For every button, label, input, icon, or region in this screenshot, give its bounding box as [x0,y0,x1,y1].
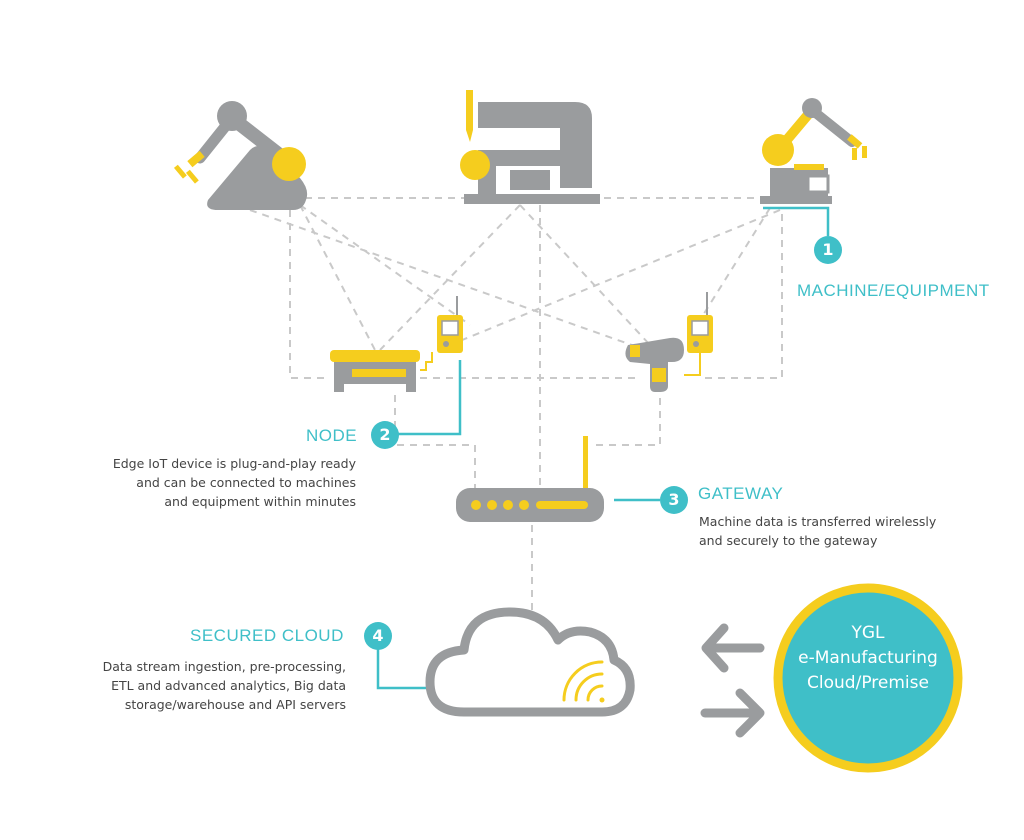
step-badge-2: 2 [371,421,399,449]
ygl-destination-text: YGL e-Manufacturing Cloud/Premise [798,623,938,693]
teal-connectors [376,206,830,690]
secured-cloud-label: SECURED CLOUD [190,626,344,645]
arrow-right-icon [700,688,765,738]
machine-equipment-label: MACHINE/EQUIPMENT [797,281,990,300]
node-label: NODE [306,426,358,445]
gateway-label: GATEWAY [698,484,784,503]
step-badge-1: 1 [814,236,842,264]
cloud-icon [425,607,635,717]
barcode-scanner-icon [625,292,713,392]
robot-arm-icon [173,101,308,210]
step-badge-4: 4 [364,622,392,650]
node-device-icon [330,296,463,392]
arrow-left-icon [701,623,765,673]
router-gateway-icon [456,436,604,522]
gateway-description: Machine data is transferred wirelessly a… [699,514,937,548]
step-badge-3: 3 [660,486,688,514]
robot-arm-small-icon [760,98,867,204]
network-links [249,197,783,620]
ygl-cloud-circle [773,583,963,773]
node-description: Edge IoT device is plug-and-play ready a… [112,456,356,509]
secured-cloud-description: Data stream ingestion, pre-processing, E… [102,659,346,712]
press-machine-icon [460,90,600,204]
